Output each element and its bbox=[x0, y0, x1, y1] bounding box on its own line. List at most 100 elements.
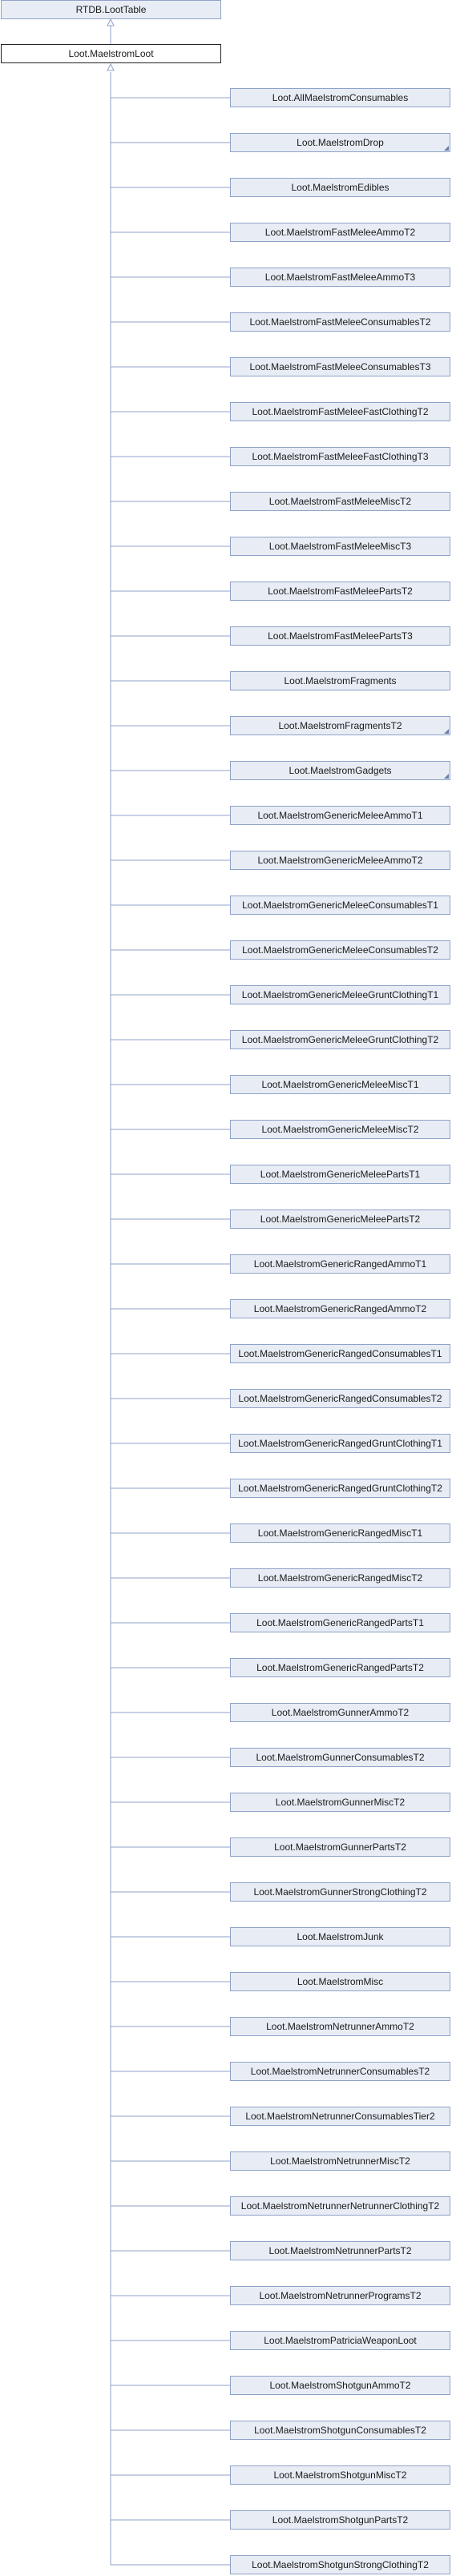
derived-class-label: Loot.MaelstromGunnerAmmoT2 bbox=[271, 1707, 410, 1718]
derived-class-node[interactable]: Loot.MaelstromFastMeleeFastClothingT3 bbox=[230, 447, 450, 466]
derived-class-node[interactable]: Loot.MaelstromGenericMeleeAmmoT2 bbox=[230, 851, 450, 870]
derived-class-node[interactable]: Loot.MaelstromGenericMeleePartsT1 bbox=[230, 1165, 450, 1184]
derived-class-node[interactable]: Loot.MaelstromGenericMeleeGruntClothingT… bbox=[230, 985, 450, 1004]
derived-class-label: Loot.MaelstromGenericRangedGruntClothing… bbox=[238, 1483, 442, 1494]
derived-class-label: Loot.MaelstromFastMeleeAmmoT2 bbox=[264, 227, 416, 238]
derived-class-node[interactable]: Loot.MaelstromShotgunConsumablesT2 bbox=[230, 2421, 450, 2440]
derived-class-label: Loot.MaelstromGenericMeleeGruntClothingT… bbox=[241, 1034, 439, 1045]
derived-class-label: Loot.MaelstromEdibles bbox=[291, 182, 389, 193]
derived-class-node[interactable]: Loot.MaelstromGunnerConsumablesT2 bbox=[230, 1748, 450, 1767]
derived-class-node[interactable]: Loot.MaelstromGenericRangedPartsT2 bbox=[230, 1658, 450, 1677]
derived-class-label: Loot.MaelstromFastMeleeConsumablesT2 bbox=[249, 316, 431, 328]
derived-class-node[interactable]: Loot.MaelstromMisc bbox=[230, 1972, 450, 1991]
derived-class-node[interactable]: Loot.MaelstromNetrunnerProgramsT2 bbox=[230, 2286, 450, 2305]
derived-class-node[interactable]: Loot.MaelstromGenericMeleeMiscT2 bbox=[230, 1120, 450, 1139]
derived-class-node[interactable]: Loot.MaelstromGunnerPartsT2 bbox=[230, 1837, 450, 1857]
derived-class-node[interactable]: Loot.AllMaelstromConsumables bbox=[230, 88, 450, 107]
derived-class-node[interactable]: Loot.MaelstromFastMeleeMiscT2 bbox=[230, 492, 450, 511]
derived-class-node[interactable]: Loot.MaelstromFastMeleePartsT2 bbox=[230, 582, 450, 601]
derived-class-label: Loot.MaelstromGenericMeleeConsumablesT1 bbox=[242, 900, 438, 911]
derived-class-label: Loot.MaelstromShotgunMiscT2 bbox=[273, 2469, 407, 2481]
derived-class-label: Loot.MaelstromGadgets bbox=[289, 765, 392, 776]
derived-class-label: Loot.MaelstromGenericRangedConsumablesT1 bbox=[238, 1348, 442, 1359]
derived-class-label: Loot.MaelstromGenericMeleePartsT1 bbox=[260, 1169, 421, 1180]
derived-class-node[interactable]: Loot.MaelstromGenericMeleeAmmoT1 bbox=[230, 806, 450, 825]
derived-class-label: Loot.MaelstromShotgunStrongClothingT2 bbox=[252, 2559, 429, 2570]
derived-class-node[interactable]: Loot.MaelstromShotgunAmmoT2 bbox=[230, 2376, 450, 2395]
derived-class-label: Loot.MaelstromGenericRangedGruntClothing… bbox=[238, 1438, 442, 1449]
derived-class-label: Loot.MaelstromFastMeleeMiscT2 bbox=[268, 496, 412, 507]
derived-class-label: Loot.MaelstromGenericRangedAmmoT2 bbox=[253, 1303, 427, 1314]
derived-class-node[interactable]: Loot.MaelstromFastMeleeAmmoT2 bbox=[230, 223, 450, 242]
derived-class-label: Loot.MaelstromGenericMeleePartsT2 bbox=[260, 1214, 421, 1225]
derived-class-node[interactable]: Loot.MaelstromFragments bbox=[230, 671, 450, 690]
derived-arrow bbox=[107, 62, 115, 71]
derived-class-node[interactable]: Loot.MaelstromFastMeleeConsumablesT3 bbox=[230, 357, 450, 376]
derived-class-node[interactable]: Loot.MaelstromGenericRangedPartsT1 bbox=[230, 1613, 450, 1632]
derived-class-node[interactable]: Loot.MaelstromGenericRangedConsumablesT2 bbox=[230, 1389, 450, 1408]
derived-class-node[interactable]: Loot.MaelstromShotgunMiscT2 bbox=[230, 2465, 450, 2485]
derived-class-node[interactable]: Loot.MaelstromEdibles bbox=[230, 178, 450, 197]
collapsed-subclasses-icon bbox=[444, 729, 449, 734]
derived-class-label: Loot.MaelstromGenericRangedPartsT1 bbox=[256, 1617, 424, 1628]
derived-class-label: Loot.MaelstromFragments bbox=[284, 675, 397, 686]
derived-class-label: Loot.MaelstromFastMeleeConsumablesT3 bbox=[249, 361, 431, 372]
derived-class-label: Loot.MaelstromNetrunnerMiscT2 bbox=[270, 2155, 410, 2167]
derived-class-node[interactable]: Loot.MaelstromGenericMeleeMiscT1 bbox=[230, 1075, 450, 1094]
derived-class-node[interactable]: Loot.MaelstromGenericMeleeConsumablesT2 bbox=[230, 940, 450, 960]
derived-class-node[interactable]: Loot.MaelstromNetrunnerConsumablesT2 bbox=[230, 2062, 450, 2081]
derived-class-node[interactable]: Loot.MaelstromNetrunnerConsumablesTier2 bbox=[230, 2107, 450, 2126]
derived-class-label: Loot.MaelstromGenericMeleeMiscT1 bbox=[261, 1079, 419, 1090]
base-class-node[interactable]: RTDB.LootTable bbox=[1, 0, 221, 19]
derived-class-node[interactable]: Loot.MaelstromGenericRangedGruntClothing… bbox=[230, 1434, 450, 1453]
derived-class-node[interactable]: Loot.MaelstromFastMeleeFastClothingT2 bbox=[230, 402, 450, 421]
derived-class-label: Loot.MaelstromNetrunnerConsumablesTier2 bbox=[245, 2111, 435, 2122]
derived-class-node[interactable]: Loot.MaelstromNetrunnerMiscT2 bbox=[230, 2151, 450, 2171]
derived-class-node[interactable]: Loot.MaelstromGenericRangedAmmoT1 bbox=[230, 1254, 450, 1274]
derived-class-label: Loot.MaelstromShotgunPartsT2 bbox=[272, 2514, 409, 2526]
derived-class-node[interactable]: Loot.MaelstromGunnerAmmoT2 bbox=[230, 1703, 450, 1722]
derived-class-node[interactable]: Loot.MaelstromGenericMeleeGruntClothingT… bbox=[230, 1030, 450, 1049]
derived-class-node[interactable]: Loot.MaelstromGenericMeleeConsumablesT1 bbox=[230, 896, 450, 915]
derived-class-label: Loot.AllMaelstromConsumables bbox=[272, 92, 409, 103]
derived-class-label: Loot.MaelstromPatriciaWeaponLoot bbox=[264, 2335, 417, 2346]
derived-class-node[interactable]: Loot.MaelstromGenericRangedConsumablesT1 bbox=[230, 1344, 450, 1363]
derived-class-node[interactable]: Loot.MaelstromGenericRangedGruntClothing… bbox=[230, 1479, 450, 1498]
derived-class-node[interactable]: Loot.MaelstromDrop bbox=[230, 133, 450, 152]
derived-class-label: Loot.MaelstromShotgunConsumablesT2 bbox=[254, 2425, 426, 2436]
collapsed-subclasses-icon bbox=[444, 146, 449, 151]
derived-class-node[interactable]: Loot.MaelstromFastMeleeConsumablesT2 bbox=[230, 312, 450, 332]
derived-class-node[interactable]: Loot.MaelstromFastMeleePartsT3 bbox=[230, 626, 450, 646]
derived-class-node[interactable]: Loot.MaelstromJunk bbox=[230, 1927, 450, 1946]
derived-class-node[interactable]: Loot.MaelstromFragmentsT2 bbox=[230, 716, 450, 735]
derived-class-label: Loot.MaelstromNetrunnerConsumablesT2 bbox=[250, 2066, 430, 2077]
derived-class-node[interactable]: Loot.MaelstromGenericRangedMiscT2 bbox=[230, 1568, 450, 1588]
derived-class-label: Loot.MaelstromFastMeleeMiscT3 bbox=[268, 541, 412, 552]
derived-class-node[interactable]: Loot.MaelstromFastMeleeAmmoT3 bbox=[230, 268, 450, 287]
derived-class-node[interactable]: Loot.MaelstromGenericRangedMiscT1 bbox=[230, 1523, 450, 1543]
derived-class-label: Loot.MaelstromGunnerMiscT2 bbox=[275, 1797, 406, 1808]
derived-class-node[interactable]: Loot.MaelstromPatriciaWeaponLoot bbox=[230, 2331, 450, 2350]
derived-class-node[interactable]: Loot.MaelstromNetrunnerAmmoT2 bbox=[230, 2017, 450, 2036]
derived-class-node[interactable]: Loot.MaelstromGunnerMiscT2 bbox=[230, 1793, 450, 1812]
derived-class-node[interactable]: Loot.MaelstromNetrunnerPartsT2 bbox=[230, 2241, 450, 2260]
derived-class-node[interactable]: Loot.MaelstromFastMeleeMiscT3 bbox=[230, 537, 450, 556]
derived-class-label: Loot.MaelstromGenericMeleeAmmoT2 bbox=[257, 855, 423, 866]
derived-class-node[interactable]: Loot.MaelstromGadgets bbox=[230, 761, 450, 780]
derived-class-label: Loot.MaelstromNetrunnerProgramsT2 bbox=[259, 2290, 422, 2301]
derived-class-node[interactable]: Loot.MaelstromGenericMeleePartsT2 bbox=[230, 1210, 450, 1229]
derived-class-label: Loot.MaelstromGunnerConsumablesT2 bbox=[256, 1752, 425, 1763]
derived-class-node[interactable]: Loot.MaelstromGunnerStrongClothingT2 bbox=[230, 1882, 450, 1902]
derived-class-label: Loot.MaelstromGenericRangedConsumablesT2 bbox=[238, 1393, 442, 1404]
derived-class-node[interactable]: Loot.MaelstromGenericRangedAmmoT2 bbox=[230, 1299, 450, 1318]
derived-class-node[interactable]: Loot.MaelstromShotgunStrongClothingT2 bbox=[230, 2555, 450, 2574]
derived-class-node[interactable]: Loot.MaelstromShotgunPartsT2 bbox=[230, 2510, 450, 2530]
derived-class-node[interactable]: Loot.MaelstromNetrunnerNetrunnerClothing… bbox=[230, 2196, 450, 2216]
derived-class-label: Loot.MaelstromGenericRangedAmmoT1 bbox=[253, 1258, 427, 1270]
derived-class-label: Loot.MaelstromFastMeleeFastClothingT2 bbox=[252, 406, 429, 417]
current-class-node: Loot.MaelstromLoot bbox=[1, 44, 221, 63]
derived-class-label: Loot.MaelstromJunk bbox=[297, 1931, 384, 1942]
base-class-label: RTDB.LootTable bbox=[75, 4, 147, 15]
